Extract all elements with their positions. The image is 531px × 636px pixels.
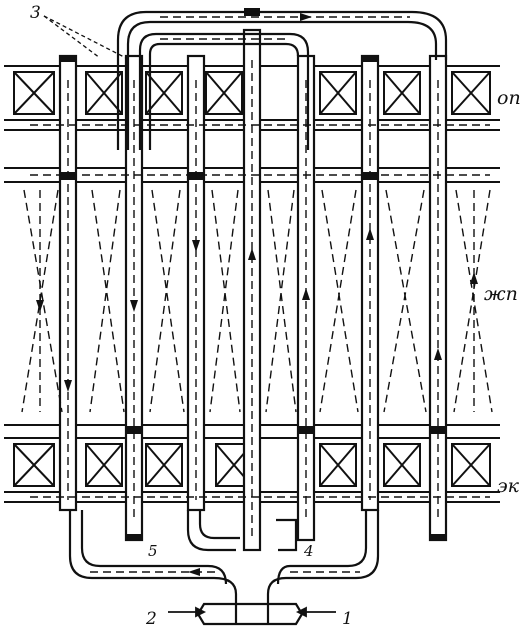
zone-middle-label: жп <box>484 283 518 305</box>
flow-dashes <box>21 60 493 540</box>
zone-top-label: оп <box>497 87 521 109</box>
callout-4-label: 4 <box>303 542 314 560</box>
flow-arrowheads <box>36 13 478 576</box>
callout-5-label: 5 <box>148 542 158 560</box>
zone-bottom-label: эк <box>497 475 520 497</box>
bottom-manifold <box>68 510 380 606</box>
inlet-2-label: 2 <box>145 609 157 629</box>
inlet-valve <box>196 602 304 626</box>
callout-3-label: 3 <box>30 3 41 23</box>
inlet-1-label: 1 <box>342 609 353 629</box>
labels: 3 оп жп эк 5 4 2 1 <box>30 3 521 629</box>
top-manifold <box>116 8 448 150</box>
vertical-tubes <box>58 28 448 552</box>
cross-box-row-top <box>13 71 491 115</box>
callout-3-leader <box>43 15 101 59</box>
callout-3-leader-b <box>43 15 127 59</box>
inlet-arrows <box>168 606 336 618</box>
